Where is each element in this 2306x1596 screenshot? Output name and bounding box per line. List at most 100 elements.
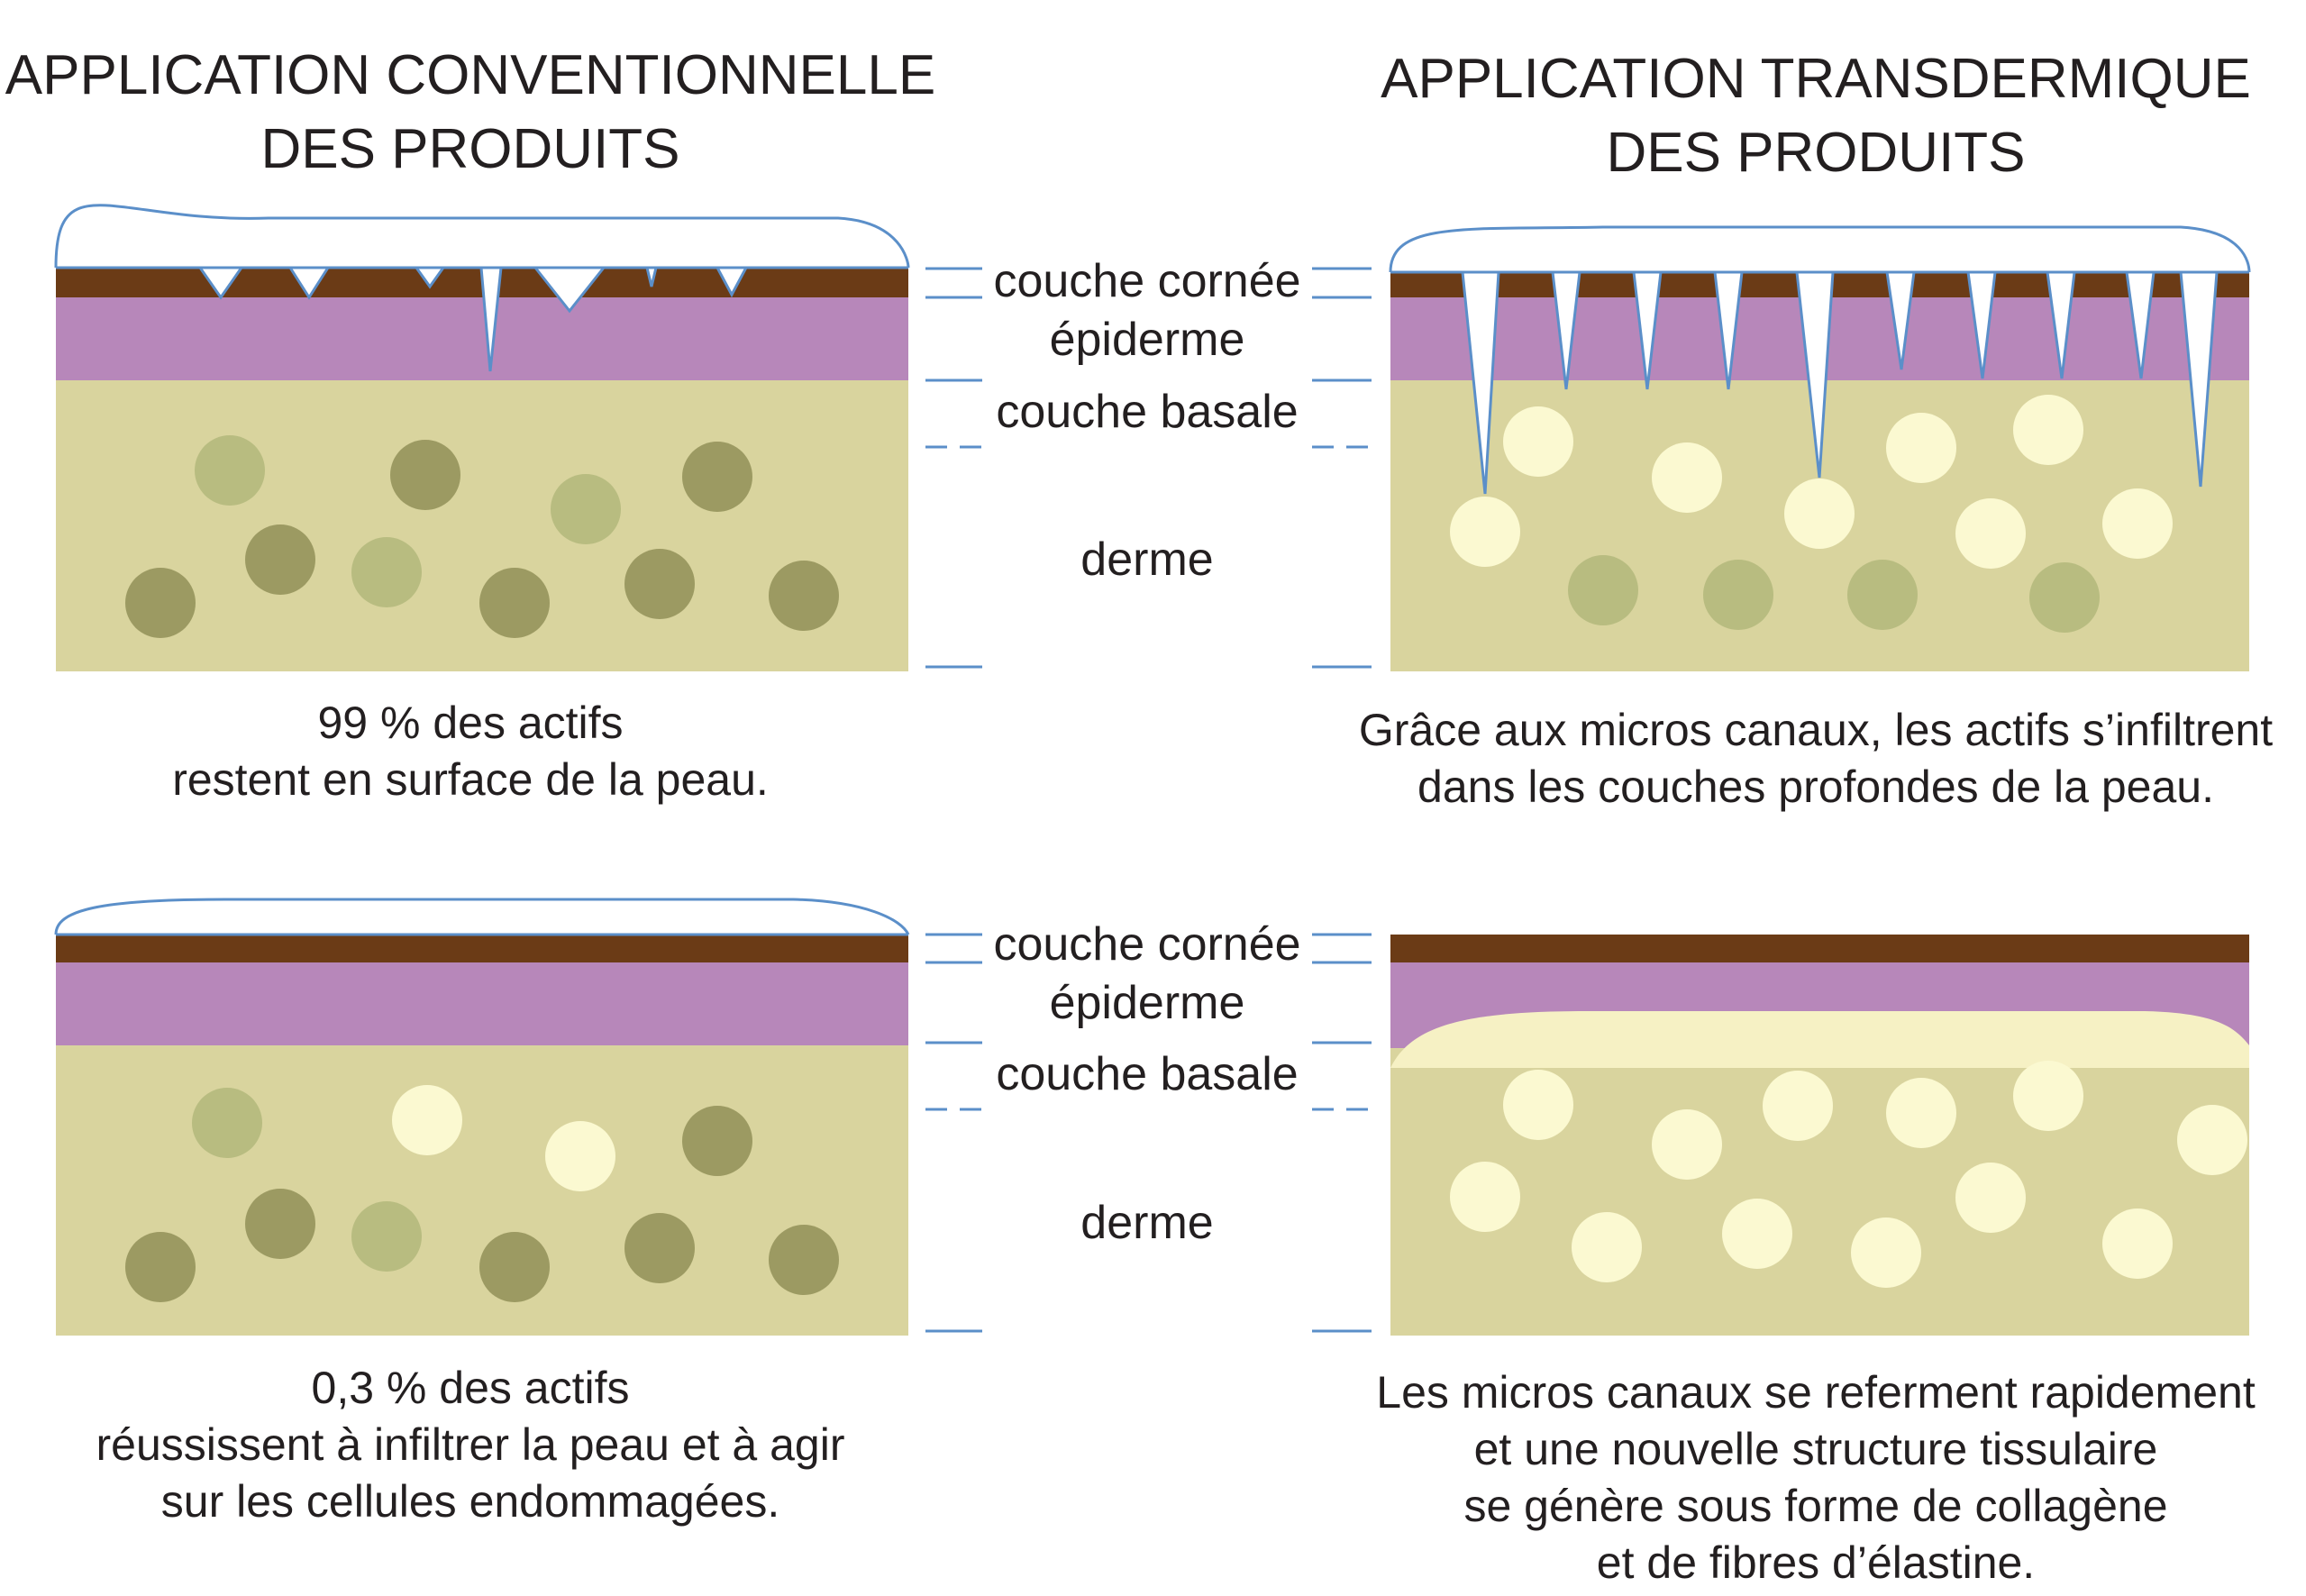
caption-bottom-right: Les micros canaux se referment rapidemen…: [1376, 1367, 2256, 1588]
cell-light: [1955, 1163, 2026, 1233]
cell-light: [2102, 488, 2173, 559]
caption-line: réussissent à infiltrer la peau et à agi…: [96, 1419, 845, 1470]
cell-dark: [245, 1189, 315, 1259]
cell-dark: [682, 1106, 752, 1176]
cell-dark: [125, 568, 196, 638]
label-stratum-corneum: couche cornée: [993, 918, 1300, 971]
cell-light: [1886, 413, 1956, 483]
cell-medium: [195, 435, 265, 506]
label-dermis: derme: [1080, 534, 1213, 586]
caption-line: 0,3 % des actifs: [312, 1363, 630, 1413]
cell-medium: [351, 537, 422, 607]
label-stratum-corneum: couche cornée: [993, 255, 1300, 307]
label-epidermis: épiderme: [1050, 977, 1245, 1029]
cell-light: [1722, 1199, 1792, 1269]
product-notch: [287, 266, 331, 300]
caption-line: dans les couches profondes de la peau.: [1417, 762, 2214, 812]
cell-light: [2102, 1208, 2173, 1279]
label-basal-layer: couche basale: [996, 386, 1298, 438]
cell-light: [1503, 406, 1573, 477]
caption-line: et une nouvelle structure tissulaire: [1474, 1424, 2158, 1474]
new-tissue-layer: [1390, 1011, 2249, 1068]
cell-light: [1955, 498, 2026, 569]
micro-channel: [1632, 270, 1663, 390]
cell-medium: [1847, 560, 1918, 630]
cell-dark: [125, 1232, 196, 1302]
cell-light: [392, 1085, 462, 1155]
cell-light: [1886, 1078, 1956, 1148]
micro-channel: [2125, 270, 2156, 379]
cell-medium: [2029, 562, 2100, 633]
epidermis-layer: [56, 962, 908, 1045]
left-heading-line1: APPLICATION CONVENTIONNELLE: [5, 44, 935, 106]
right-heading-line2: DES PRODUITS: [1606, 122, 2025, 184]
cell-light: [1450, 1162, 1520, 1232]
cell-dark: [390, 440, 460, 510]
right-heading-line1: APPLICATION TRANSDERMIQUE: [1381, 48, 2251, 110]
product-notch: [479, 266, 503, 372]
product-notch: [645, 266, 658, 287]
cell-light: [545, 1121, 615, 1191]
label-dermis: derme: [1080, 1197, 1213, 1249]
dermis-layer: [56, 1045, 908, 1336]
product-notch: [715, 266, 749, 298]
cell-light: [1851, 1218, 1921, 1288]
cell-light: [2013, 1061, 2083, 1131]
panel-conventional-bottom: [54, 898, 910, 1336]
product-drop-outline: [54, 204, 910, 269]
product-notch: [197, 266, 244, 300]
cell-dark: [769, 1225, 839, 1295]
cell-medium: [1568, 555, 1638, 625]
caption-line: 99 % des actifs: [317, 698, 623, 748]
cell-dark: [682, 442, 752, 512]
caption-top-right: Grâce aux micros canaux, les actifs s’in…: [1359, 705, 2273, 812]
cell-dark: [479, 1232, 550, 1302]
caption-line: sur les cellules endommagées.: [161, 1476, 779, 1527]
cell-light: [1572, 1212, 1642, 1282]
micro-channel: [1713, 270, 1744, 390]
cell-medium: [551, 474, 621, 544]
caption-bottom-left: 0,3 % des actifs réussissent à infiltrer…: [96, 1363, 845, 1527]
product-notch: [414, 266, 446, 289]
epidermis-layer: [56, 297, 908, 380]
label-epidermis: épiderme: [1050, 314, 1245, 366]
product-drop-outline: [1389, 225, 2251, 273]
cell-light: [2177, 1105, 2247, 1175]
cell-medium: [192, 1088, 262, 1158]
product-drop-outline: [54, 898, 910, 935]
dermis-layer: [56, 380, 908, 671]
cell-dark: [624, 1213, 695, 1283]
cell-light: [1652, 1109, 1722, 1180]
micro-channel: [1551, 270, 1581, 390]
label-basal-layer: couche basale: [996, 1048, 1298, 1100]
cell-light: [1763, 1071, 1833, 1141]
panel-transdermal-bottom: [1390, 935, 2249, 1336]
cell-medium: [1703, 560, 1773, 630]
caption-line: restent en surface de la peau.: [172, 754, 769, 805]
micro-channel: [2179, 270, 2219, 488]
stratum-corneum-layer: [1390, 935, 2249, 962]
panel-transdermal-top: [1389, 225, 2251, 671]
layer-labels-bottom: couche cornée épiderme couche basale der…: [925, 918, 1372, 1333]
cell-dark: [245, 524, 315, 595]
caption-line: se génère sous forme de collagène: [1463, 1481, 2167, 1531]
cell-light: [2013, 395, 2083, 465]
layer-labels-top: couche cornée épiderme couche basale der…: [925, 255, 1372, 669]
cell-light: [1503, 1070, 1573, 1140]
caption-line: et de fibres d’élastine.: [1597, 1537, 2035, 1588]
product-notch: [532, 266, 607, 314]
cell-light: [1784, 479, 1855, 549]
cell-dark: [479, 568, 550, 638]
cell-light: [1652, 442, 1722, 513]
micro-channel: [1461, 270, 1500, 495]
micro-channel: [1795, 270, 1835, 479]
cell-medium: [351, 1201, 422, 1272]
left-heading-line2: DES PRODUITS: [260, 118, 679, 180]
panel-conventional-top: [54, 204, 910, 671]
micro-channel: [1885, 270, 1916, 370]
caption-line: Les micros canaux se referment rapidemen…: [1376, 1367, 2256, 1418]
caption-top-left: 99 % des actifs restent en surface de la…: [172, 698, 769, 805]
stratum-corneum-layer: [56, 935, 908, 962]
cell-dark: [769, 561, 839, 631]
